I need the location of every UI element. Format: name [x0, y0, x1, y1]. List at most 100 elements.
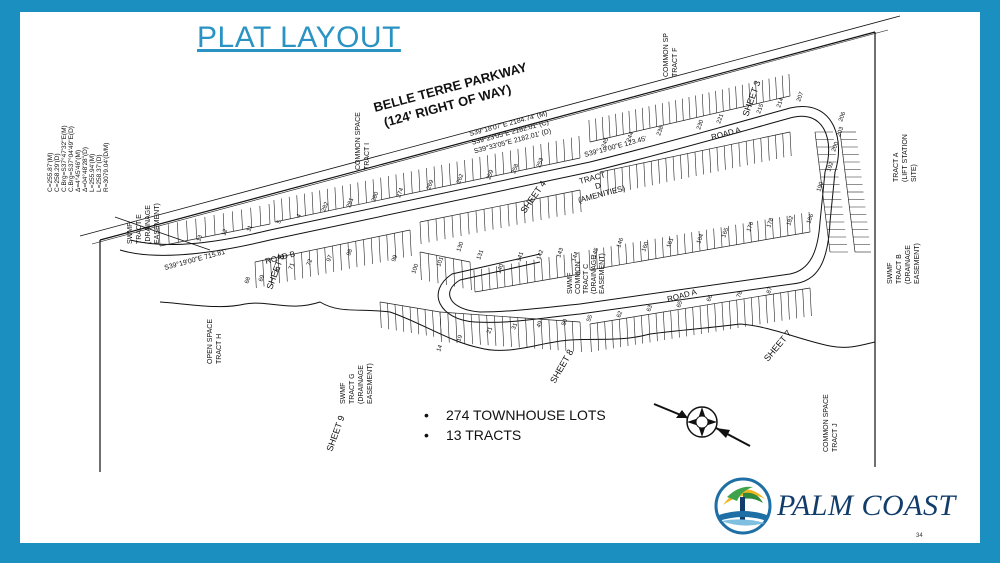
lot-line — [473, 270, 476, 293]
svg-text:TRACT A: TRACT A — [893, 152, 900, 182]
lot-line — [687, 153, 690, 178]
lot-line — [621, 167, 624, 192]
lot-line — [491, 207, 494, 230]
lot-line — [755, 81, 757, 104]
svg-text:(DRAINAGE: (DRAINAGE — [358, 365, 365, 404]
palm-coast-logo: PALM COAST — [713, 475, 975, 541]
lot-line — [332, 245, 335, 272]
lot-row-edge — [599, 131, 791, 173]
lot-number: 280 — [371, 191, 380, 203]
lot-number: 13 — [196, 234, 204, 243]
lot-number: 69 — [258, 274, 266, 283]
svg-text:EASEMENT): EASEMENT) — [914, 243, 921, 284]
svg-text:SWMF: SWMF — [340, 383, 347, 404]
lot-line — [270, 258, 273, 285]
lot-rows — [158, 74, 871, 352]
lot-line — [548, 257, 551, 280]
lot-row-edge — [419, 251, 471, 263]
lot-line — [417, 308, 420, 335]
lot-line — [668, 101, 671, 124]
lot-number: 143 — [556, 247, 565, 259]
lot-line — [760, 138, 763, 163]
svg-text:EASEMENT): EASEMENT) — [154, 203, 161, 244]
lot-line — [662, 237, 664, 258]
lot-line — [728, 87, 731, 110]
lot-number: 182 — [786, 215, 795, 227]
lot-line — [714, 303, 717, 332]
lot-number: 5 — [276, 219, 283, 225]
road-a-label-top: ROAD A — [710, 125, 742, 142]
lot-line — [419, 251, 422, 280]
lot-line — [427, 220, 430, 243]
lot-line — [721, 89, 724, 112]
lot-line — [501, 316, 505, 347]
lot-number: 31 — [511, 322, 519, 331]
lot-line — [625, 243, 627, 264]
lot-line — [435, 218, 438, 241]
lot-line — [579, 189, 582, 212]
lot-line — [809, 287, 812, 316]
lot-line — [692, 307, 695, 336]
curve-data: R=3079.04'(D/M) L=258.37'(D) L=255.94'(M… — [47, 125, 110, 192]
lot-line — [311, 192, 314, 215]
lot-line — [293, 253, 296, 280]
lot-number: 146 — [616, 237, 625, 249]
lot-line — [578, 136, 581, 159]
sheet-9-label: SHEET 9 — [324, 414, 346, 453]
lot-line — [424, 309, 427, 336]
lot-line — [342, 185, 344, 208]
svg-text:TRACT B: TRACT B — [896, 254, 903, 284]
lot-line — [285, 255, 288, 282]
lot-line — [588, 250, 591, 271]
lot-line — [326, 188, 329, 211]
lot-line — [563, 254, 566, 277]
lot-number: 230 — [696, 119, 705, 131]
lot-line — [633, 316, 636, 345]
lot-row-edge — [159, 223, 271, 247]
lot-number: 141 — [516, 251, 525, 263]
lot-line — [254, 261, 257, 288]
page-number: 34 — [916, 533, 923, 539]
lot-line — [379, 301, 382, 328]
road-loop — [119, 106, 840, 323]
lot-number: 178 — [766, 217, 775, 229]
lot-line — [301, 252, 304, 279]
lot-line — [394, 233, 397, 260]
lot-line — [486, 315, 489, 346]
lot-line — [685, 308, 688, 337]
lot-line — [316, 249, 319, 276]
lot-line — [439, 311, 442, 338]
svg-text:TRACT: TRACT — [578, 170, 606, 186]
lot-number: 145 — [591, 247, 600, 259]
lot-line — [555, 194, 558, 217]
lot-line — [386, 234, 389, 261]
lot-line — [339, 244, 342, 271]
lot-line — [808, 212, 811, 233]
lot-line — [262, 260, 265, 287]
svg-text:TRACT H: TRACT H — [216, 334, 223, 364]
lot-number: 259 — [486, 169, 495, 181]
lot-line — [453, 258, 456, 287]
lot-line — [347, 242, 350, 269]
lot-line — [324, 247, 327, 274]
lot-line — [636, 164, 639, 189]
lot-line — [304, 193, 306, 216]
lot-line — [395, 174, 398, 197]
north-arrow-icon — [653, 403, 751, 447]
svg-text:SITE): SITE) — [911, 164, 918, 182]
lot-number: 144 — [571, 251, 580, 263]
lot-line — [463, 313, 466, 344]
tract-f-label: COMMON SP TRACT F — [663, 33, 679, 77]
lot-line — [570, 137, 573, 160]
lot-line — [525, 147, 527, 170]
lot-number: 50 — [561, 318, 569, 327]
lot-line — [698, 231, 701, 252]
lot-number: 66 — [706, 294, 714, 303]
lot-line — [483, 209, 486, 232]
lot-line — [547, 196, 550, 219]
lot-number: 14 — [436, 344, 444, 353]
lot-line — [626, 317, 629, 346]
svg-text:SWMF: SWMF — [567, 273, 574, 294]
lot-line — [713, 228, 715, 249]
lot-line — [308, 250, 311, 277]
